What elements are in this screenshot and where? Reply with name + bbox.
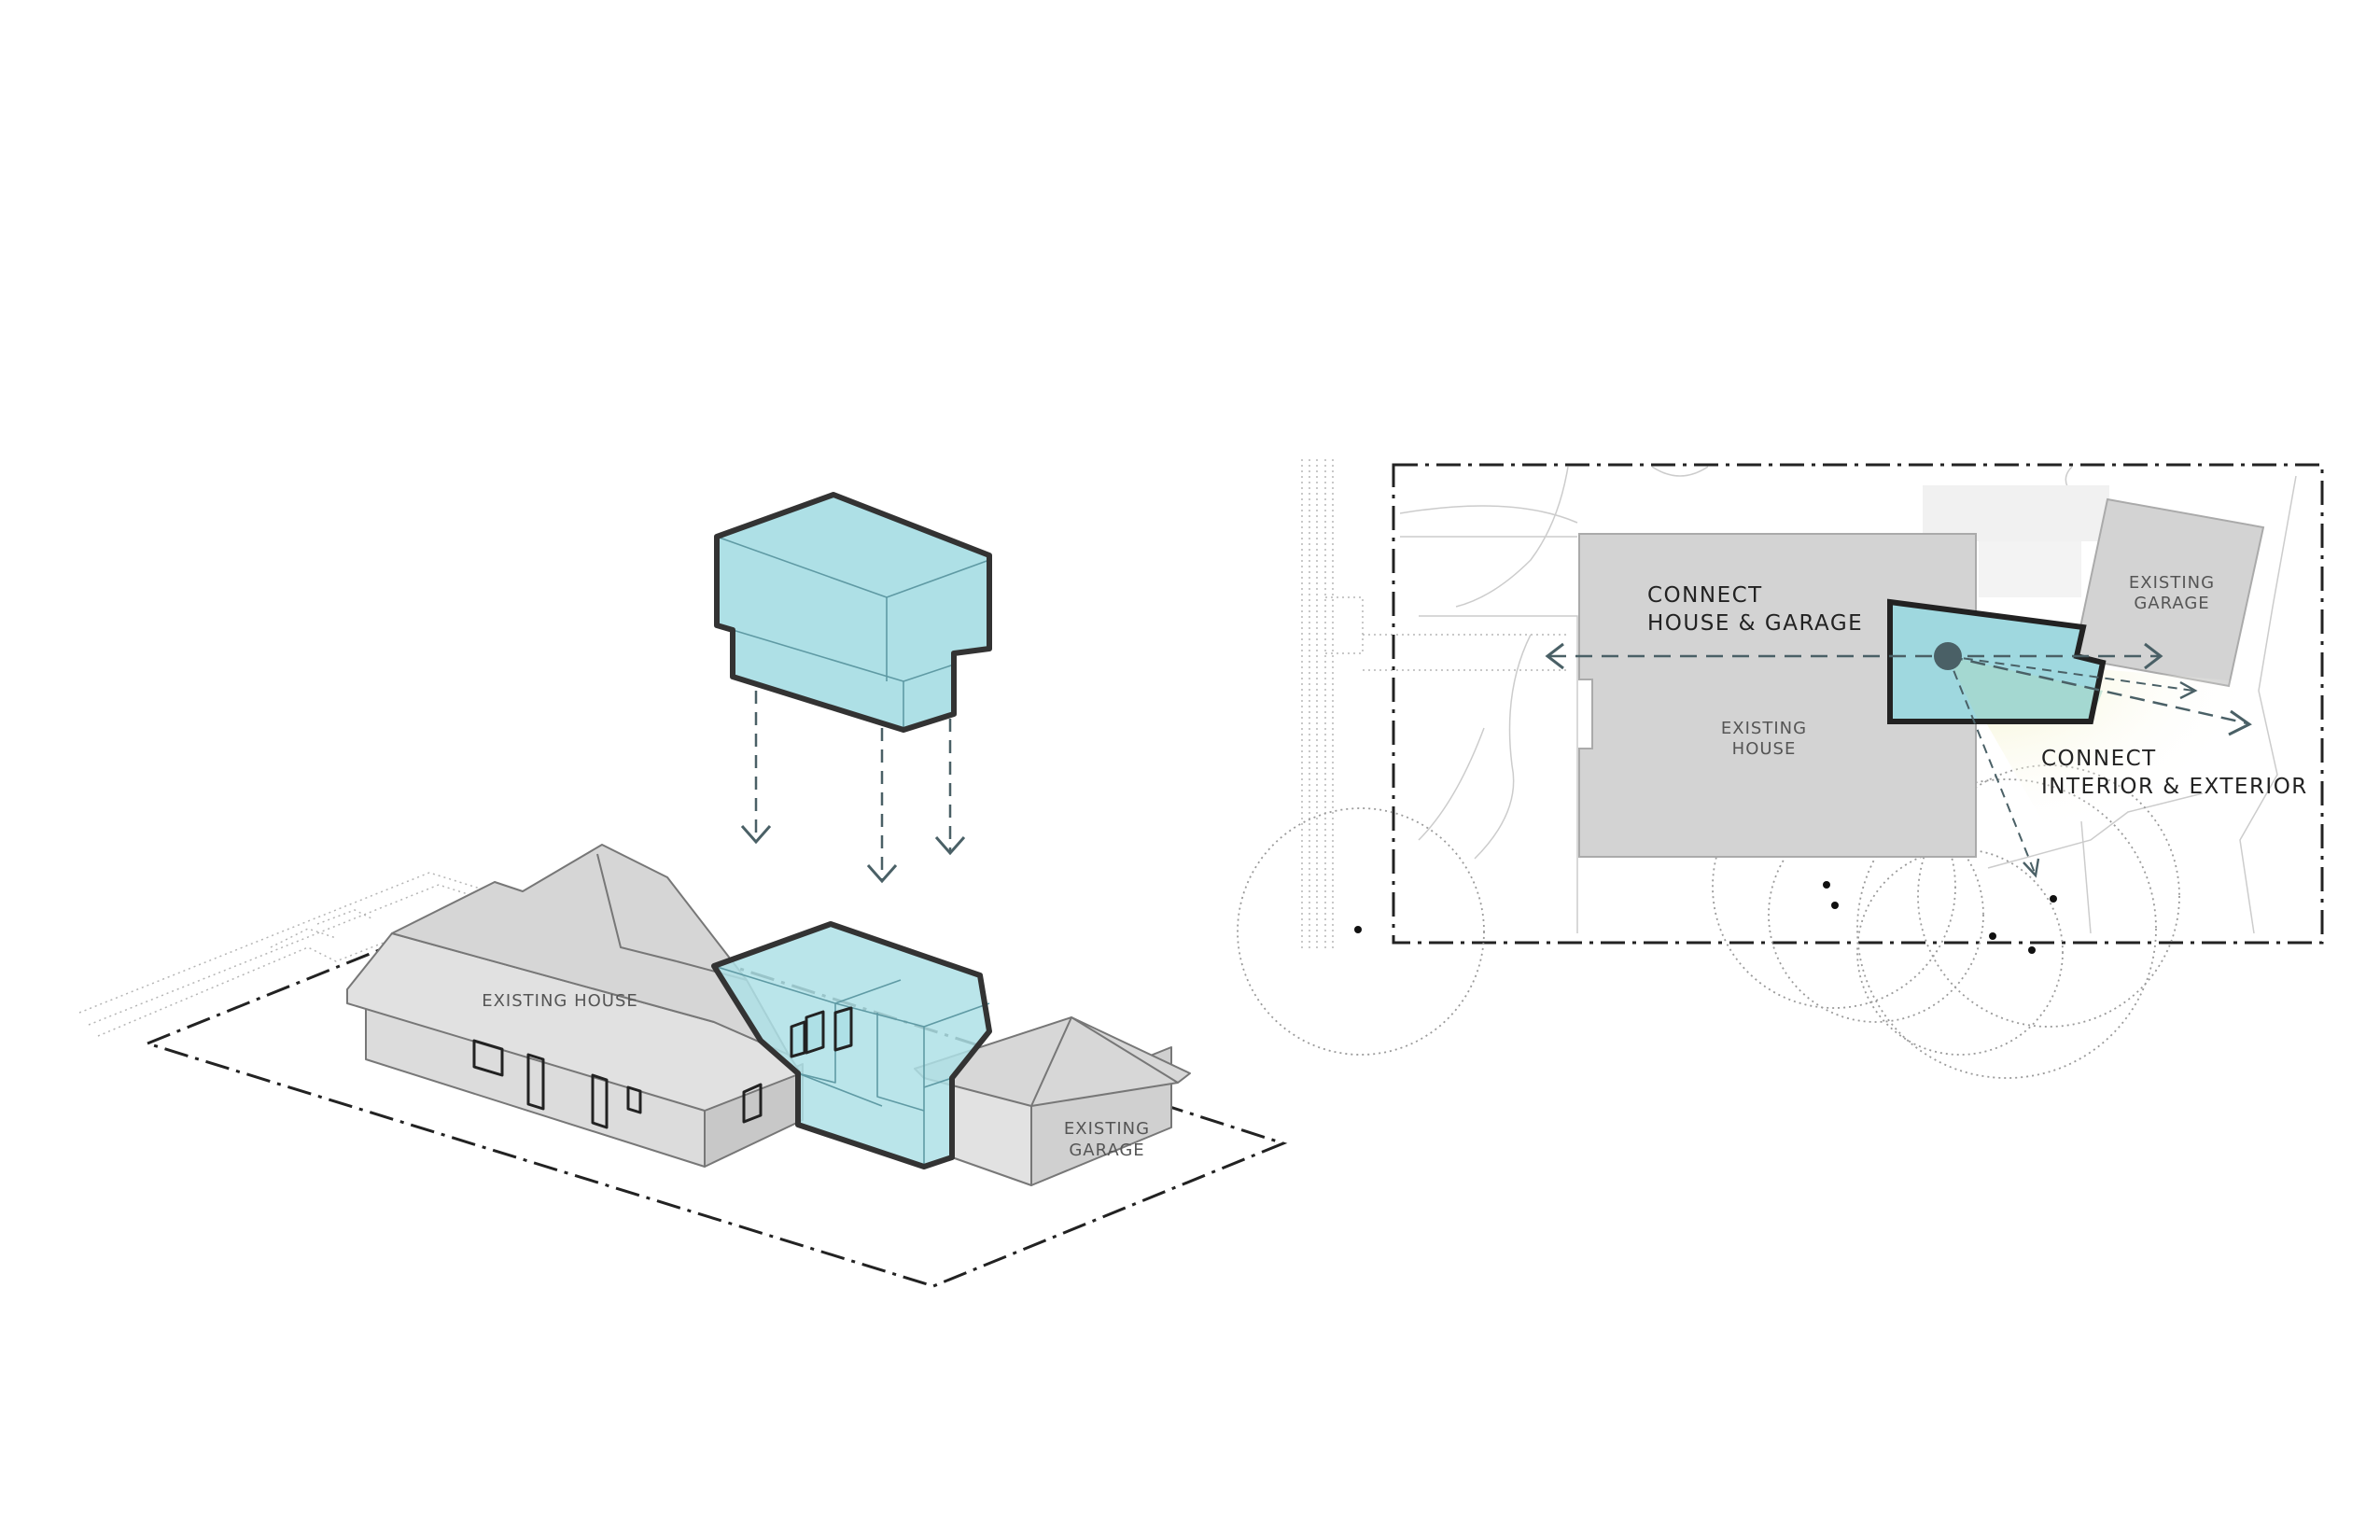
existing-house-label-plan-line2: HOUSE [1732, 739, 1797, 759]
existing-garage-label-axo-line2: GARAGE [1069, 1141, 1144, 1160]
connection-arrows [1545, 642, 2252, 878]
addition-plan [1887, 598, 2107, 724]
addition-placed-axo [711, 921, 992, 1169]
stipple-texture [1923, 485, 2109, 597]
drop-arrows [740, 691, 966, 884]
existing-house-axo [346, 844, 804, 1168]
connect-house-garage-line2: HOUSE & GARAGE [1647, 611, 1863, 636]
addition-floating-axo [714, 492, 992, 733]
road-lines [1301, 459, 1568, 952]
existing-house-label-plan-line1: EXISTING [1721, 719, 1807, 738]
existing-house-label-axo: EXISTING HOUSE [482, 991, 638, 1011]
property-line-plan [1392, 463, 2324, 945]
connect-interior-exterior-line2: INTERIOR & EXTERIOR [2041, 775, 2308, 799]
existing-garage-axo [914, 1016, 1191, 1186]
existing-garage-plan [2072, 497, 2265, 688]
viewpoint-marker [1934, 642, 1962, 670]
existing-garage-label-axo-line1: EXISTING [1064, 1119, 1150, 1139]
existing-garage-label-plan-line2: GARAGE [2134, 594, 2209, 613]
site-plan-diagram: CONNECT HOUSE & GARAGE EXISTING HOUSE EX… [1237, 459, 2324, 1079]
tree-trunks [1354, 881, 2057, 954]
axonometric-diagram: EXISTING HOUSE EXISTING GARAGE [78, 492, 1288, 1288]
plan-context-lines [1399, 466, 2297, 934]
existing-garage-label-plan-line1: EXISTING [2129, 573, 2215, 593]
connect-interior-exterior-line1: CONNECT [2041, 747, 2157, 771]
connect-house-garage-line1: CONNECT [1647, 583, 1763, 608]
